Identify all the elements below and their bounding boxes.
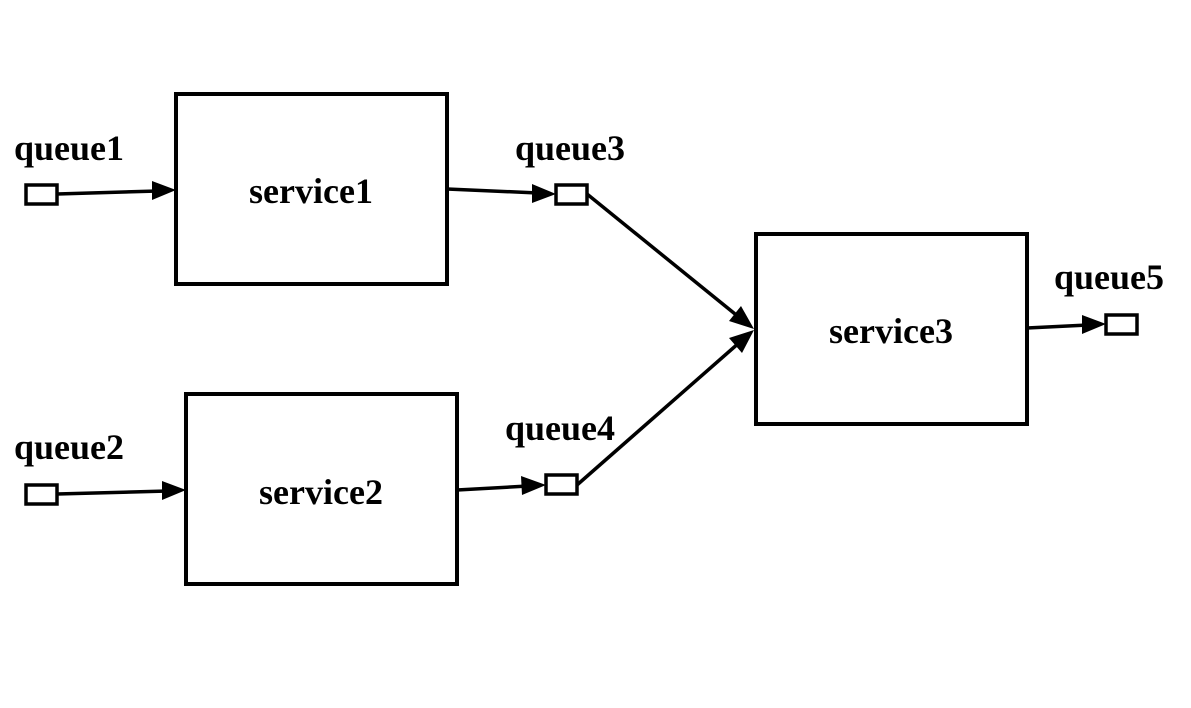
service3-node[interactable]: service3 — [754, 232, 1029, 426]
arrowhead — [729, 306, 754, 329]
service1-node[interactable]: service1 — [174, 92, 449, 286]
queue3-node[interactable]: queue3 — [515, 128, 625, 206]
service1-label: service1 — [249, 171, 373, 211]
edge-service1-queue3 — [446, 184, 556, 203]
queue4-label: queue4 — [505, 408, 615, 448]
arrowhead — [729, 330, 754, 353]
queue1-node[interactable]: queue1 — [14, 128, 124, 206]
edge-service2-queue4 — [456, 476, 546, 495]
queue3-label: queue3 — [515, 128, 625, 168]
edge-queue4-service3 — [575, 330, 754, 487]
service3-label: service3 — [829, 311, 953, 351]
edge-queue1-service1 — [56, 181, 176, 200]
edge-queue3-service3 — [585, 192, 754, 329]
queue2-label: queue2 — [14, 427, 124, 467]
edge-queue2-service2 — [56, 481, 186, 500]
service2-label: service2 — [259, 472, 383, 512]
arrowhead — [521, 476, 546, 495]
queue2-node[interactable]: queue2 — [14, 427, 124, 506]
arrowhead — [1082, 315, 1106, 334]
edge-service3-queue5 — [1026, 315, 1106, 334]
queue5-label: queue5 — [1054, 257, 1164, 297]
queue4-node[interactable]: queue4 — [505, 408, 615, 496]
arrowhead — [532, 184, 556, 203]
arrowhead — [152, 181, 176, 200]
arrowhead — [162, 481, 186, 500]
queue5-node[interactable]: queue5 — [1054, 257, 1164, 336]
queue1-label: queue1 — [14, 128, 124, 168]
service2-node[interactable]: service2 — [184, 392, 459, 586]
